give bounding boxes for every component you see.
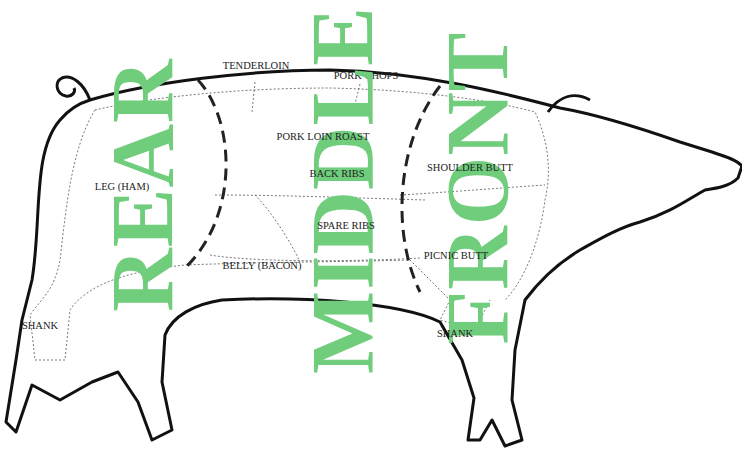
rear-middle-boundary: [185, 80, 226, 268]
cut-name: PICNIC BUTT: [424, 251, 488, 262]
pig-ear: [548, 96, 590, 112]
tenderloin-leader: [252, 82, 255, 112]
cut-name: SHOULDER BUTT: [427, 163, 513, 174]
cut-name: LEG (HAM): [95, 182, 150, 193]
cut-name: SHANK: [437, 329, 473, 340]
cut-name: TENDERLOIN: [223, 61, 290, 72]
cut-name: BACK RIBS: [309, 169, 364, 180]
cut-name: PORK LOIN ROAST: [277, 132, 370, 143]
section-name: MIDDLE: [299, 6, 387, 374]
cut-name: SHANK: [22, 321, 58, 332]
section-name: FRONT: [434, 32, 522, 345]
cut-name: SPARE RIBS: [317, 221, 375, 232]
cut-name: BELLY (BACON): [223, 261, 302, 272]
rib-divider: [255, 195, 300, 262]
pig-tail: [57, 77, 90, 100]
